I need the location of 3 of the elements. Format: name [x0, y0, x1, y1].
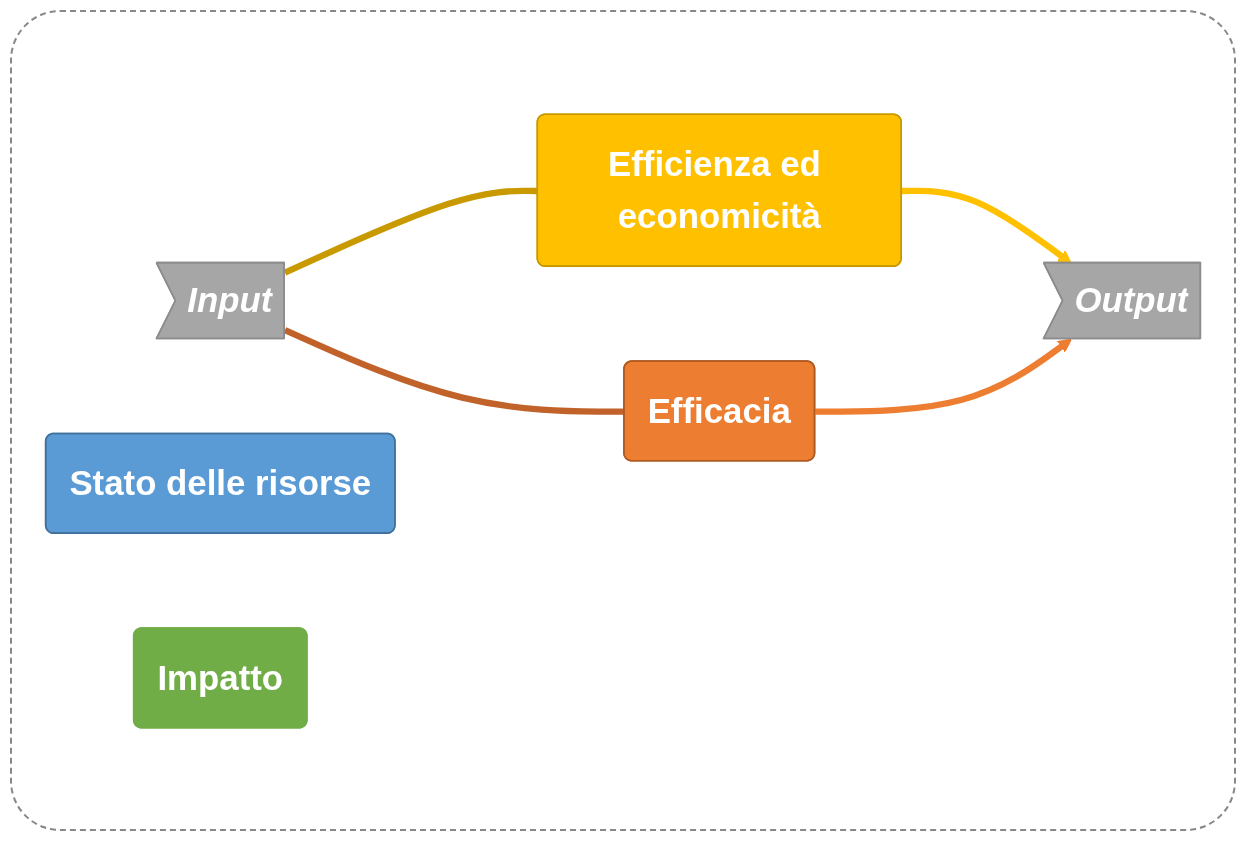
- connector: [283, 187, 539, 276]
- arrow: [815, 338, 1072, 415]
- connector: [283, 326, 625, 415]
